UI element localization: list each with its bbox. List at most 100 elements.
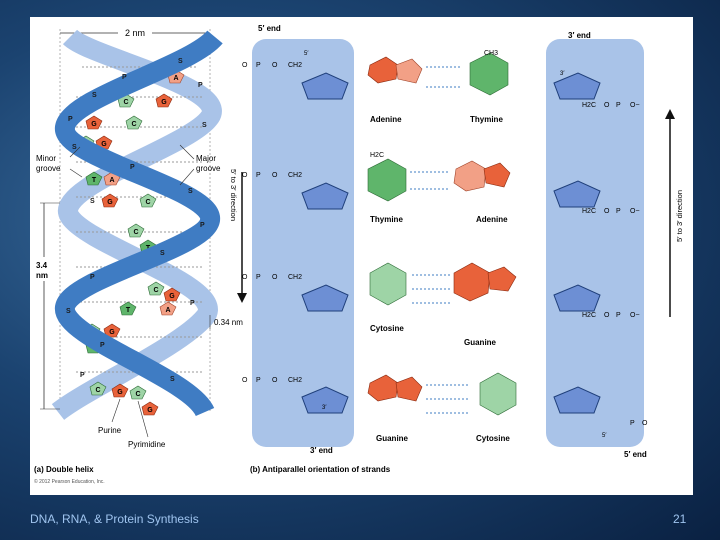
svg-text:CH2: CH2 xyxy=(288,377,302,384)
purine-label: Purine xyxy=(98,426,122,435)
major-groove-label-2: groove xyxy=(196,164,221,173)
svg-text:5′: 5′ xyxy=(602,433,607,439)
svg-text:O: O xyxy=(272,274,278,281)
svg-text:P: P xyxy=(90,274,95,281)
svg-text:H2C: H2C xyxy=(582,312,596,319)
right-direction-arrow: 5′ to 3′ direction xyxy=(665,109,684,317)
svg-text:G: G xyxy=(101,141,107,148)
nucleotide-row-2: O P O CH2 H2C Thymine Adenine H2C O P O− xyxy=(242,152,640,224)
helix-caption: (a) Double helix xyxy=(34,465,94,474)
svg-text:S: S xyxy=(90,198,95,205)
svg-text:O−: O− xyxy=(630,102,640,109)
svg-text:CH2: CH2 xyxy=(288,274,302,281)
svg-text:C: C xyxy=(135,391,140,398)
width-label: 2 nm xyxy=(125,28,145,38)
minor-groove-label: Minor xyxy=(36,154,56,163)
svg-text:O: O xyxy=(604,208,610,215)
left-direction-arrow: 5′ to 3′ direction xyxy=(229,169,247,303)
svg-text:P: P xyxy=(122,74,127,81)
right-top-end: 3′ end xyxy=(568,31,591,40)
svg-text:P: P xyxy=(198,82,203,89)
nucleotide-row-4: O P O CH2 3′ Guanine Cytosine 5′ P O xyxy=(242,372,648,443)
dna-figure: 2 nm T A C G G xyxy=(33,24,684,485)
svg-text:O: O xyxy=(242,274,248,281)
svg-text:S: S xyxy=(202,122,207,129)
left-top-end: 5′ end xyxy=(258,24,281,33)
svg-text:CH2: CH2 xyxy=(288,62,302,69)
svg-text:P: P xyxy=(630,420,635,427)
svg-text:P: P xyxy=(256,62,261,69)
left-backbone xyxy=(252,39,354,447)
svg-text:3′: 3′ xyxy=(560,71,565,77)
svg-text:O: O xyxy=(242,62,248,69)
svg-text:O: O xyxy=(272,172,278,179)
svg-text:P: P xyxy=(130,164,135,171)
turn-length-label: 3.4 xyxy=(36,261,48,270)
svg-text:C: C xyxy=(123,99,128,106)
helix-strand-back xyxy=(51,29,222,421)
svg-text:H2C: H2C xyxy=(370,152,384,159)
svg-text:O: O xyxy=(604,312,610,319)
svg-text:H2C: H2C xyxy=(582,208,596,215)
svg-text:G: G xyxy=(117,389,123,396)
svg-text:O: O xyxy=(242,172,248,179)
svg-text:S: S xyxy=(178,58,183,65)
svg-text:G: G xyxy=(91,121,97,128)
left-bottom-end: 3′ end xyxy=(310,446,333,455)
svg-text:S: S xyxy=(160,250,165,257)
slide-footer-title: DNA, RNA, & Protein Synthesis xyxy=(30,512,199,526)
svg-text:O: O xyxy=(604,102,610,109)
base-right-1: Thymine xyxy=(470,115,503,124)
svg-text:P: P xyxy=(200,222,205,229)
svg-text:O: O xyxy=(272,377,278,384)
nucleotide-row-1: O P O CH2 5′ CH3 Adenine Thymine 3′ H2C … xyxy=(242,50,640,124)
right-bottom-end: 5′ end xyxy=(624,450,647,459)
copyright: © 2012 Pearson Education, Inc. xyxy=(34,478,105,485)
svg-text:A: A xyxy=(109,177,114,184)
svg-text:O: O xyxy=(642,420,648,427)
svg-text:G: G xyxy=(147,407,153,414)
base-left-4: Guanine xyxy=(376,434,409,443)
turn-length-unit: nm xyxy=(36,271,48,280)
svg-text:P: P xyxy=(100,342,105,349)
svg-text:P: P xyxy=(256,274,261,281)
svg-text:G: G xyxy=(109,329,115,336)
svg-text:S: S xyxy=(188,188,193,195)
svg-text:P: P xyxy=(616,102,621,109)
svg-text:P: P xyxy=(256,172,261,179)
svg-text:G: G xyxy=(107,199,113,206)
svg-text:O: O xyxy=(272,62,278,69)
strands-caption: (b) Antiparallel orientation of strands xyxy=(250,465,391,474)
svg-text:P: P xyxy=(190,300,195,307)
svg-text:C: C xyxy=(131,121,136,128)
right-direction-label: 5′ to 3′ direction xyxy=(675,190,684,242)
svg-text:5′: 5′ xyxy=(304,51,309,57)
svg-text:3′: 3′ xyxy=(322,405,327,411)
base-right-2: Adenine xyxy=(476,215,508,224)
svg-text:O: O xyxy=(242,377,248,384)
svg-text:T: T xyxy=(92,177,97,184)
pyrimidine-label: Pyrimidine xyxy=(128,440,166,449)
svg-text:C: C xyxy=(145,199,150,206)
major-groove-label: Major xyxy=(196,154,216,163)
svg-text:P: P xyxy=(68,116,73,123)
svg-text:A: A xyxy=(173,75,178,82)
rise-label: 0.34 nm xyxy=(214,318,243,327)
svg-text:S: S xyxy=(66,308,71,315)
svg-text:S: S xyxy=(92,92,97,99)
base-left-3: Cytosine xyxy=(370,324,404,333)
svg-text:P: P xyxy=(256,377,261,384)
base-right-4: Cytosine xyxy=(476,434,510,443)
minor-groove-label-2: groove xyxy=(36,164,61,173)
svg-text:A: A xyxy=(165,307,170,314)
svg-text:P: P xyxy=(616,208,621,215)
left-direction-label: 5′ to 3′ direction xyxy=(229,169,238,221)
svg-text:CH2: CH2 xyxy=(288,172,302,179)
svg-text:O−: O− xyxy=(630,312,640,319)
svg-text:P: P xyxy=(616,312,621,319)
svg-text:T: T xyxy=(126,307,131,314)
svg-text:S: S xyxy=(170,376,175,383)
helix-strand-front xyxy=(55,29,223,418)
svg-text:CH3: CH3 xyxy=(484,50,498,57)
svg-text:C: C xyxy=(95,387,100,394)
